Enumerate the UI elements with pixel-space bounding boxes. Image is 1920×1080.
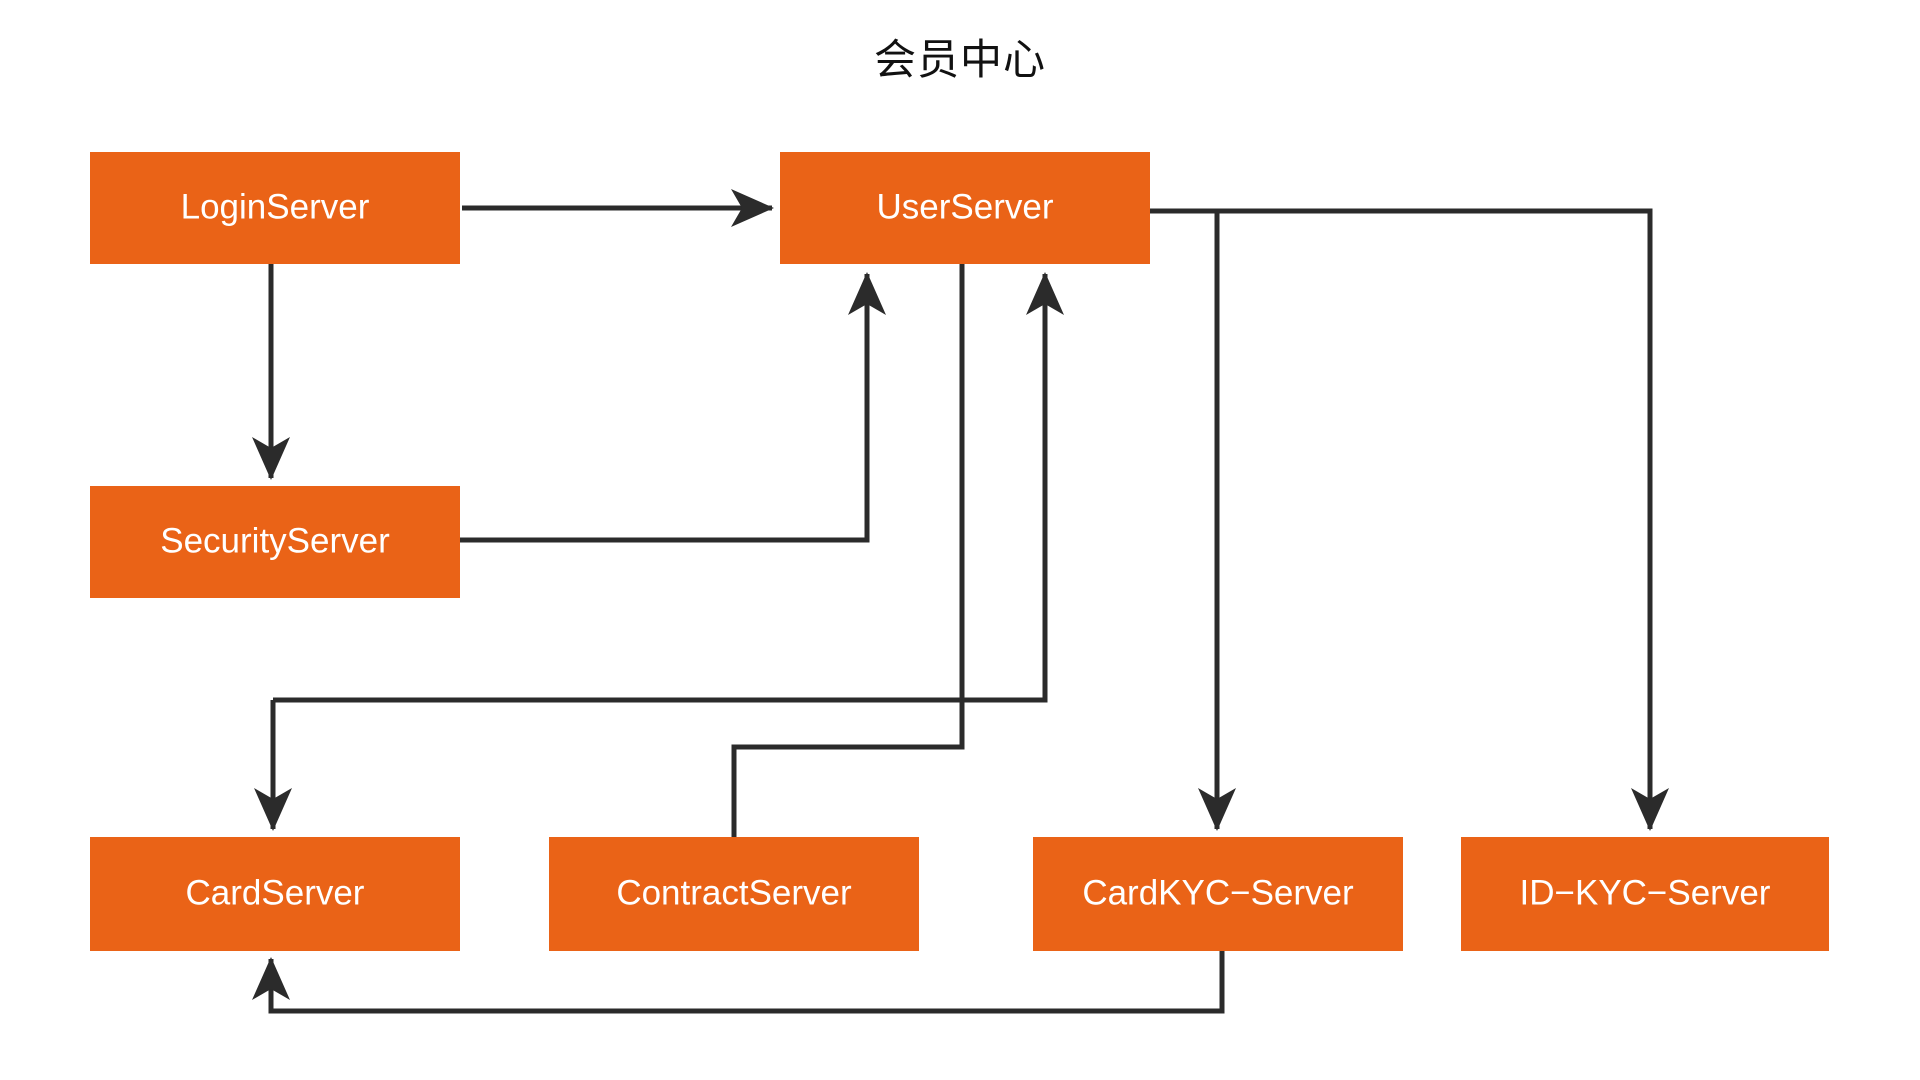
edge-cardkyc-to-card (252, 951, 1225, 1014)
node-login-server-label: LoginServer (181, 187, 370, 226)
node-card-server[interactable]: CardServer (90, 837, 460, 951)
node-contract-server-label: ContractServer (616, 873, 852, 912)
node-contract-server[interactable]: ContractServer (549, 837, 919, 951)
edge-user-to-idkyc (1150, 208, 1669, 831)
node-idkyc-server-label: ID−KYC−Server (1520, 873, 1771, 912)
node-user-server-label: UserServer (877, 187, 1054, 226)
diagram-title: 会员中心 (873, 35, 1046, 84)
edge-security-to-user (460, 272, 886, 543)
node-card-server-label: CardServer (186, 873, 365, 912)
node-user-server[interactable]: UserServer (780, 152, 1150, 264)
node-security-server[interactable]: SecurityServer (90, 486, 460, 598)
node-cardkyc-server-label: CardKYC−Server (1082, 873, 1354, 912)
node-security-server-label: SecurityServer (160, 521, 390, 560)
edge-card-to-user (273, 272, 1064, 703)
node-cardkyc-server[interactable]: CardKYC−Server (1033, 837, 1403, 951)
node-idkyc-server[interactable]: ID−KYC−Server (1461, 837, 1829, 951)
edge-user-to-cardkyc (1150, 208, 1236, 831)
node-login-server[interactable]: LoginServer (90, 152, 460, 264)
edge-user-to-contract (731, 264, 965, 837)
